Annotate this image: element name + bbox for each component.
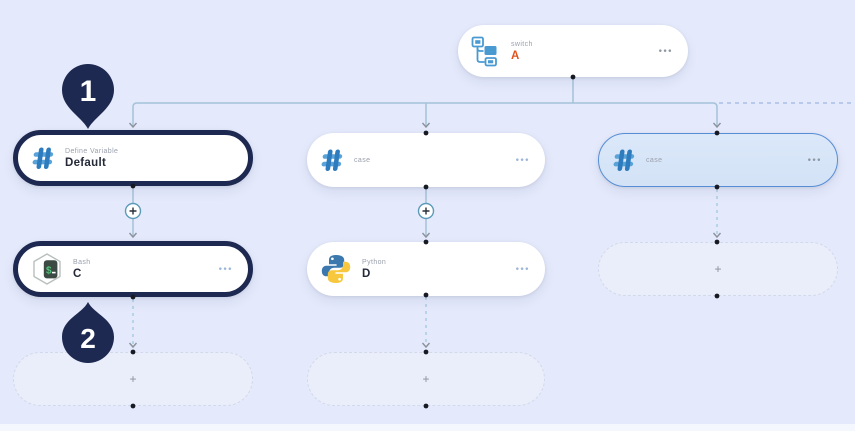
node-python[interactable]: Python D ••• — [307, 242, 545, 296]
node-switch-menu-button[interactable]: ••• — [658, 45, 673, 56]
placeholder-add-node-left[interactable]: + — [13, 352, 253, 406]
node-python-menu-button[interactable]: ••• — [515, 263, 530, 274]
node-case-middle-menu-button[interactable]: ••• — [515, 154, 530, 165]
node-case-middle-label: case — [354, 156, 371, 164]
svg-text:$: $ — [46, 266, 52, 277]
hash-icon — [319, 147, 345, 173]
python-icon — [319, 252, 353, 286]
node-switch-label: switch — [511, 40, 533, 48]
hash-icon — [611, 147, 637, 173]
node-bash-label: Bash — [73, 258, 91, 266]
placeholder-add-node-middle[interactable]: + — [307, 352, 545, 406]
connector-harness — [132, 102, 718, 127]
node-case-middle[interactable]: case ••• — [307, 133, 545, 187]
node-python-label: Python — [362, 258, 387, 266]
node-define-variable[interactable]: Define Variable Default — [13, 130, 253, 186]
placeholder-add-node-right[interactable]: + — [598, 242, 838, 296]
plus-icon: + — [129, 372, 137, 386]
node-case-right-selected[interactable]: case ••• — [598, 133, 838, 187]
node-case-right-menu-button[interactable]: ••• — [807, 154, 822, 165]
node-bash[interactable]: $ Bash C ••• — [13, 241, 253, 297]
node-switch[interactable]: switch A ••• — [458, 25, 688, 77]
node-define-label: Define Variable — [65, 147, 119, 155]
bash-icon: $ — [30, 252, 64, 286]
node-bash-menu-button[interactable]: ••• — [218, 263, 233, 274]
node-bash-title: C — [73, 267, 82, 280]
node-python-title: D — [362, 267, 371, 280]
switch-icon — [470, 35, 502, 67]
plus-icon: + — [714, 262, 722, 276]
hash-icon — [30, 145, 56, 171]
node-switch-title: A — [511, 49, 520, 62]
plus-icon: + — [422, 372, 430, 386]
node-define-title: Default — [65, 156, 107, 169]
node-case-right-label: case — [646, 156, 663, 164]
canvas-bottom-edge — [0, 424, 855, 431]
